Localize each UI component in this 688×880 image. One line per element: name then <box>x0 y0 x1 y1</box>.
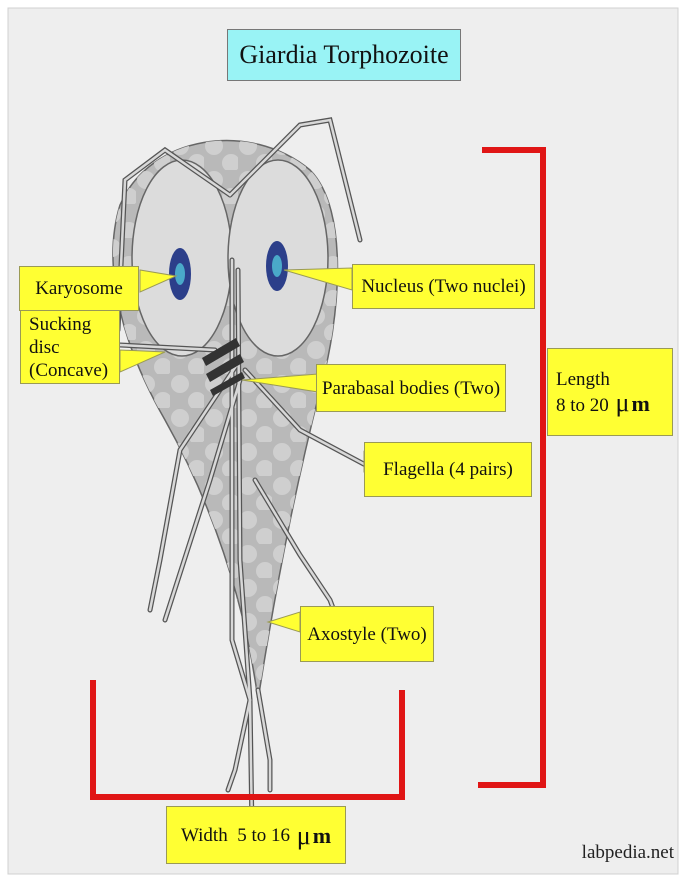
label-nucleus: Nucleus (Two nuclei) <box>352 264 535 309</box>
label-axostyle: Axostyle (Two) <box>300 606 434 662</box>
panel-background <box>8 8 678 874</box>
label-length: Length 8 to 20 μm <box>547 348 673 436</box>
length-line-2: 8 to 20 μm <box>556 391 650 417</box>
source-credit: labpedia.net <box>582 842 674 864</box>
label-sucking-disc: Sucking disc (Concave) <box>20 310 120 384</box>
diagram-title: Giardia Torphozoite <box>227 29 461 81</box>
length-value: 8 to 20 <box>556 395 609 416</box>
width-value: Width 5 to 16 <box>181 824 290 847</box>
nucleus-left <box>169 248 191 300</box>
label-karyosome: Karyosome <box>19 266 139 311</box>
length-line-1: Length <box>556 368 610 391</box>
nucleus-right <box>266 241 288 291</box>
length-micro-symbol: μ <box>616 388 630 417</box>
label-parabasal-bodies: Parabasal bodies (Two) <box>316 364 506 412</box>
label-flagella: Flagella (4 pairs) <box>364 442 532 497</box>
length-meter-symbol: m <box>631 391 649 416</box>
width-meter-symbol: m <box>313 824 331 847</box>
width-micro-symbol: μ <box>297 824 311 847</box>
